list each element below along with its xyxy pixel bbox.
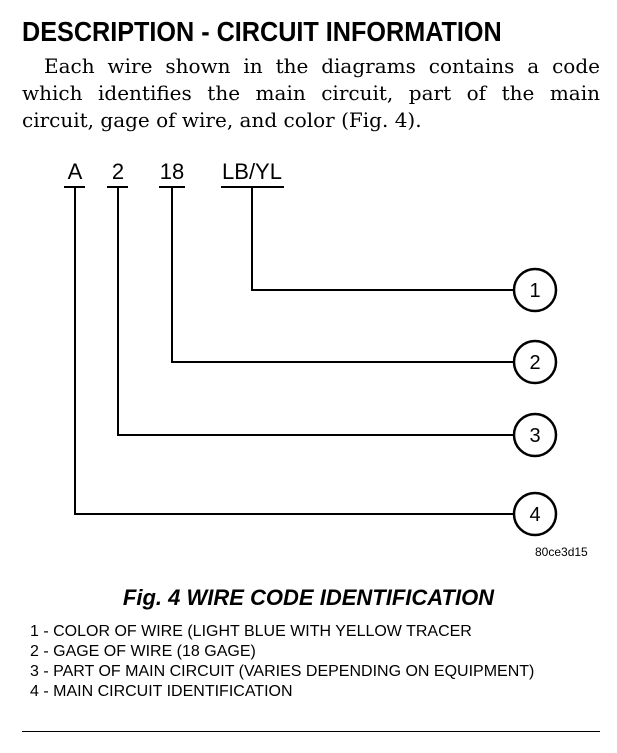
callout-number-4: 4 <box>529 504 540 526</box>
leader-line-color <box>251 187 514 291</box>
leader-line-circuit <box>74 187 514 515</box>
bottom-divider <box>22 731 600 732</box>
legend-item-3: 3 - PART OF MAIN CIRCUIT (VARIES DEPENDI… <box>30 663 535 680</box>
legend-list: 1 - COLOR OF WIRE (LIGHT BLUE WITH YELLO… <box>30 622 600 702</box>
callout-number-2: 2 <box>529 352 540 374</box>
legend-item-2: 2 - GAGE OF WIRE (18 GAGE) <box>30 643 256 660</box>
callout-circle-3 <box>512 412 558 458</box>
section-heading: DESCRIPTION - CIRCUIT INFORMATION <box>22 16 502 47</box>
callout-circle-2 <box>512 339 558 385</box>
legend-item-1: 1 - COLOR OF WIRE (LIGHT BLUE WITH YELLO… <box>30 623 472 640</box>
code-part-label: 2 <box>112 159 124 184</box>
wire-code-diagram: A 2 18 LB/YL 1 2 3 4 <box>64 159 558 537</box>
callout-number-3: 3 <box>529 425 540 447</box>
callout-circle-1 <box>512 267 558 313</box>
leader-line-part <box>117 187 514 436</box>
figure-caption: Fig. 4 WIRE CODE IDENTIFICATION <box>122 585 495 610</box>
figure-id: 80ce3d15 <box>535 545 588 559</box>
description-paragraph: Each wire shown in the diagrams contains… <box>22 54 600 132</box>
code-gage-label: 18 <box>160 159 184 184</box>
code-circuit-label: A <box>68 159 83 184</box>
callout-number-1: 1 <box>529 280 540 302</box>
legend-item-4: 4 - MAIN CIRCUIT IDENTIFICATION <box>30 683 293 700</box>
code-color-label: LB/YL <box>222 159 282 184</box>
leader-line-gage <box>171 187 514 363</box>
callout-circle-4 <box>512 491 558 537</box>
